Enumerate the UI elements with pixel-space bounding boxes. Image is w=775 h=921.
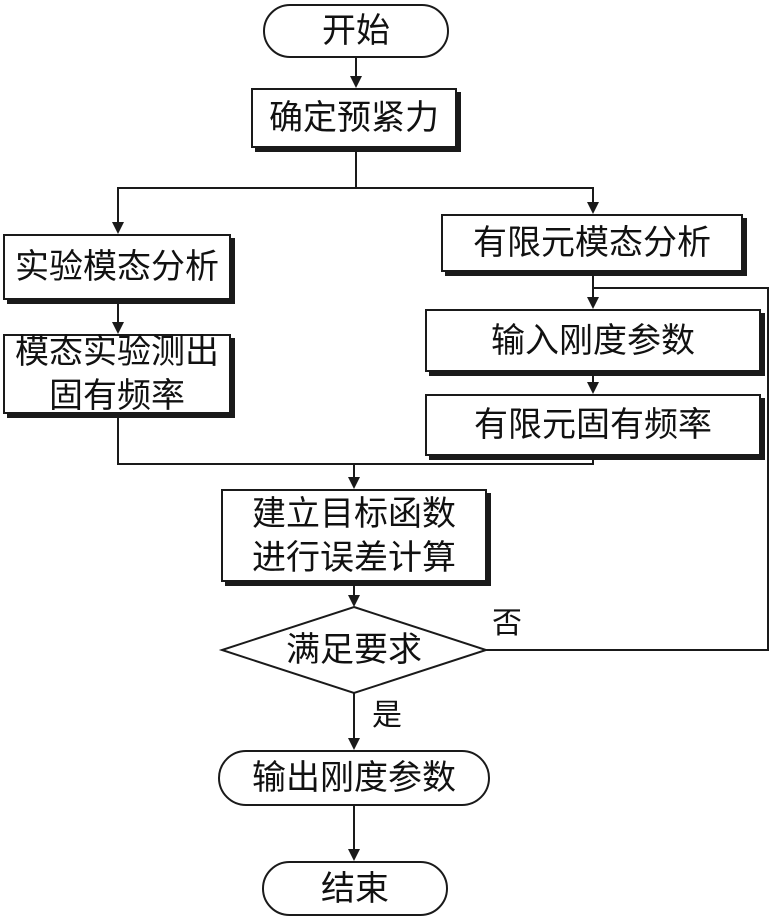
decision-label: 满足要求 [286,630,422,670]
output-terminal: 输出刚度参数 [218,750,490,806]
start-terminal: 开始 [263,4,449,58]
step-measure-freq: 模态实验测出 固有频率 [3,332,231,416]
yes-label: 是 [372,698,402,733]
step-input-stiffness: 输入刚度参数 [425,309,761,372]
step-fem-freq: 有限元固有频率 [425,394,761,456]
end-terminal: 结束 [262,861,448,916]
no-label: 否 [492,606,522,641]
edge-split-to-fem [356,187,599,214]
edge-measure-merge [117,414,594,465]
decision-diamond [218,605,490,695]
step-fem-modal: 有限元模态分析 [441,214,743,272]
edge-decision-no-loop [486,287,769,651]
edge-pretension-split [112,148,357,234]
step-objective: 建立目标函数 进行误差计算 [221,489,487,582]
step-pretension: 确定预紧力 [251,88,457,148]
step-exp-modal: 实验模态分析 [3,234,231,300]
